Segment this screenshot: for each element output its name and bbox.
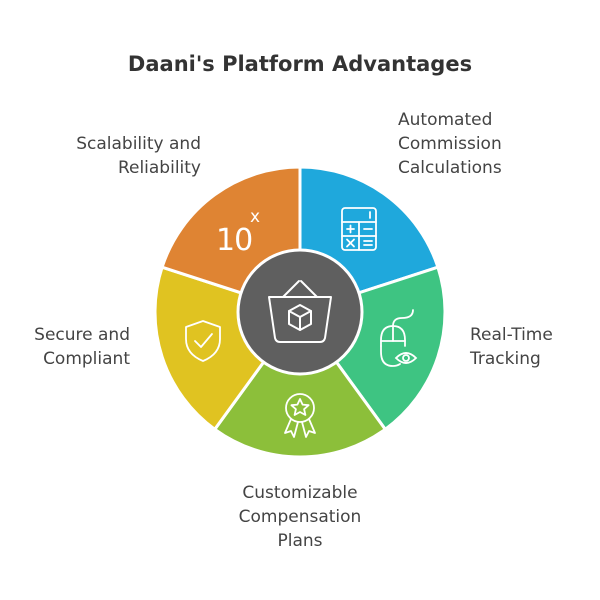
calculator-icon bbox=[341, 207, 377, 251]
label-line: Calculations bbox=[398, 158, 502, 178]
label-automated-commission: Automated Commission Calculations bbox=[398, 108, 598, 180]
label-line: Automated bbox=[398, 110, 493, 130]
label-line: Secure and bbox=[34, 325, 130, 345]
ten-power-base: 10 bbox=[216, 223, 252, 258]
ten-power-icon: 10 x bbox=[216, 207, 260, 258]
diagram-title: Daani's Platform Advantages bbox=[127, 52, 473, 76]
basket-box-icon bbox=[268, 280, 332, 343]
label-line: Commission bbox=[398, 134, 502, 154]
label-line: Compliant bbox=[43, 349, 130, 369]
label-line: Customizable bbox=[242, 483, 358, 503]
ten-power-exponent: x bbox=[250, 207, 260, 227]
award-ribbon-icon bbox=[284, 393, 316, 438]
segment-customizable-compensation bbox=[213, 310, 387, 459]
wheel-segments bbox=[153, 165, 447, 459]
label-line: Tracking bbox=[470, 349, 541, 369]
label-customizable-compensation: Customizable Compensation Plans bbox=[200, 481, 400, 553]
center-hub bbox=[236, 248, 364, 376]
mouse-eye-icon bbox=[380, 309, 418, 367]
label-scalability-reliability: Scalability and Reliability bbox=[0, 132, 201, 180]
label-line: Scalability and bbox=[76, 134, 201, 154]
label-line: Real-Time bbox=[470, 325, 553, 345]
label-line: Plans bbox=[277, 531, 323, 551]
label-secure-compliant: Secure and Compliant bbox=[0, 323, 130, 371]
label-line: Reliability bbox=[117, 158, 201, 178]
label-line: Compensation bbox=[238, 507, 362, 527]
shield-check-icon bbox=[185, 320, 221, 362]
label-real-time-tracking: Real-Time Tracking bbox=[470, 323, 600, 371]
